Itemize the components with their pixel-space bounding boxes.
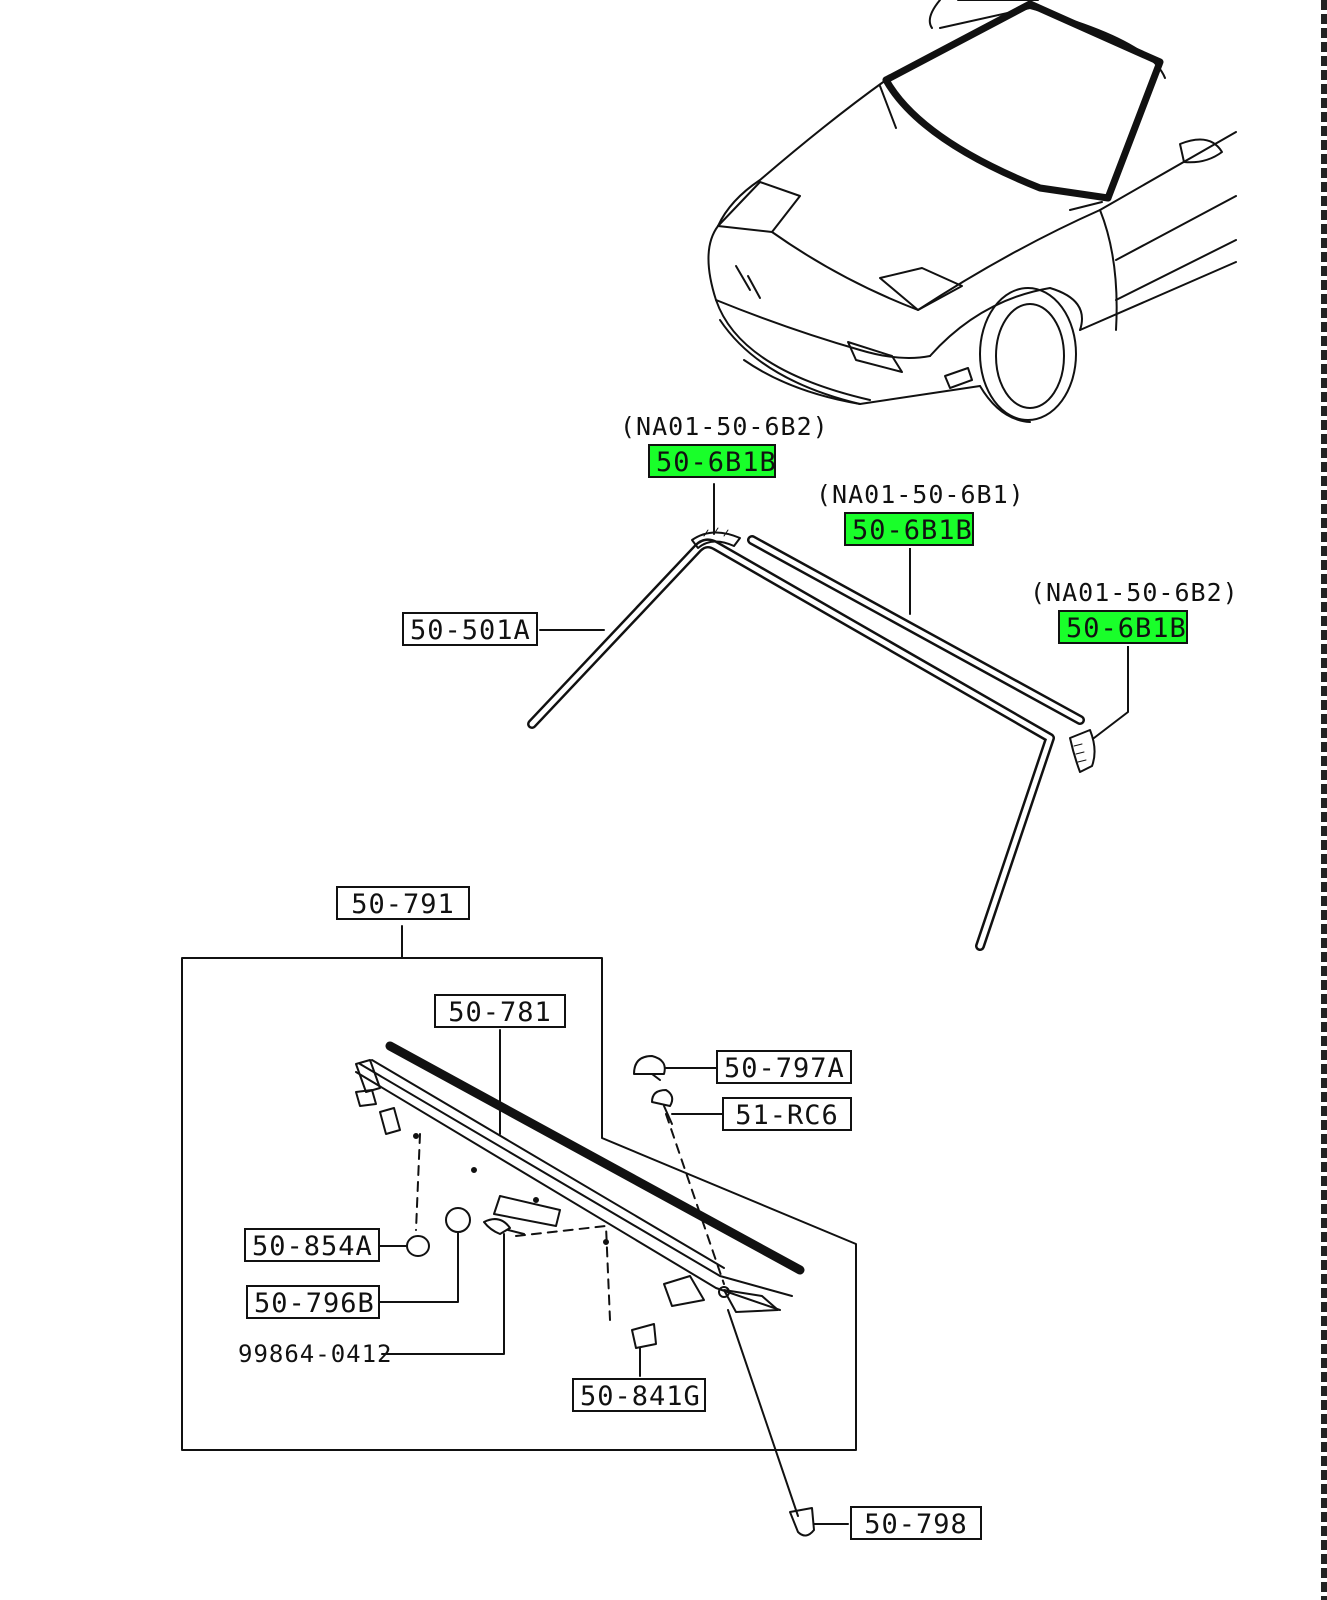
part-label-grommet[interactable]: 50-796B — [246, 1285, 380, 1319]
ref-label-mid: (NA01-50-6B1) — [816, 480, 1025, 509]
part-label-cowl-assy[interactable]: 50-791 — [336, 886, 470, 920]
part-label-left[interactable]: 50-6B1B — [648, 444, 776, 478]
part-label-screw[interactable]: 99864-0412 — [238, 1340, 393, 1368]
molding-illustration — [527, 527, 1096, 951]
part-label-molding[interactable]: 50-501A — [402, 612, 538, 646]
part-label-clip-bottom[interactable]: 50-798 — [850, 1506, 982, 1540]
part-label-clip-rc6[interactable]: 51-RC6 — [722, 1097, 852, 1131]
part-label-plug[interactable]: 50-854A — [244, 1228, 380, 1262]
car-illustration — [707, 0, 1237, 423]
part-label-cap[interactable]: 50-797A — [716, 1050, 852, 1084]
part-label-right-frame: 50-6B1B — [1056, 608, 1190, 646]
part-label-cowl-seal[interactable]: 50-781 — [434, 994, 566, 1028]
part-label-mid-frame: 50-6B1B — [842, 510, 976, 548]
right-edge-border — [1321, 0, 1327, 1600]
cowl-illustration — [181, 957, 857, 1537]
part-label-fastener[interactable]: 50-841G — [572, 1378, 706, 1412]
part-label-left-frame: 50-6B1B — [646, 442, 778, 480]
part-label-mid[interactable]: 50-6B1B — [844, 512, 974, 546]
part-label-right[interactable]: 50-6B1B — [1058, 610, 1188, 644]
leader-lines — [379, 483, 1129, 1525]
ref-label-right: (NA01-50-6B2) — [1030, 578, 1239, 607]
ref-label-left: (NA01-50-6B2) — [620, 412, 829, 441]
